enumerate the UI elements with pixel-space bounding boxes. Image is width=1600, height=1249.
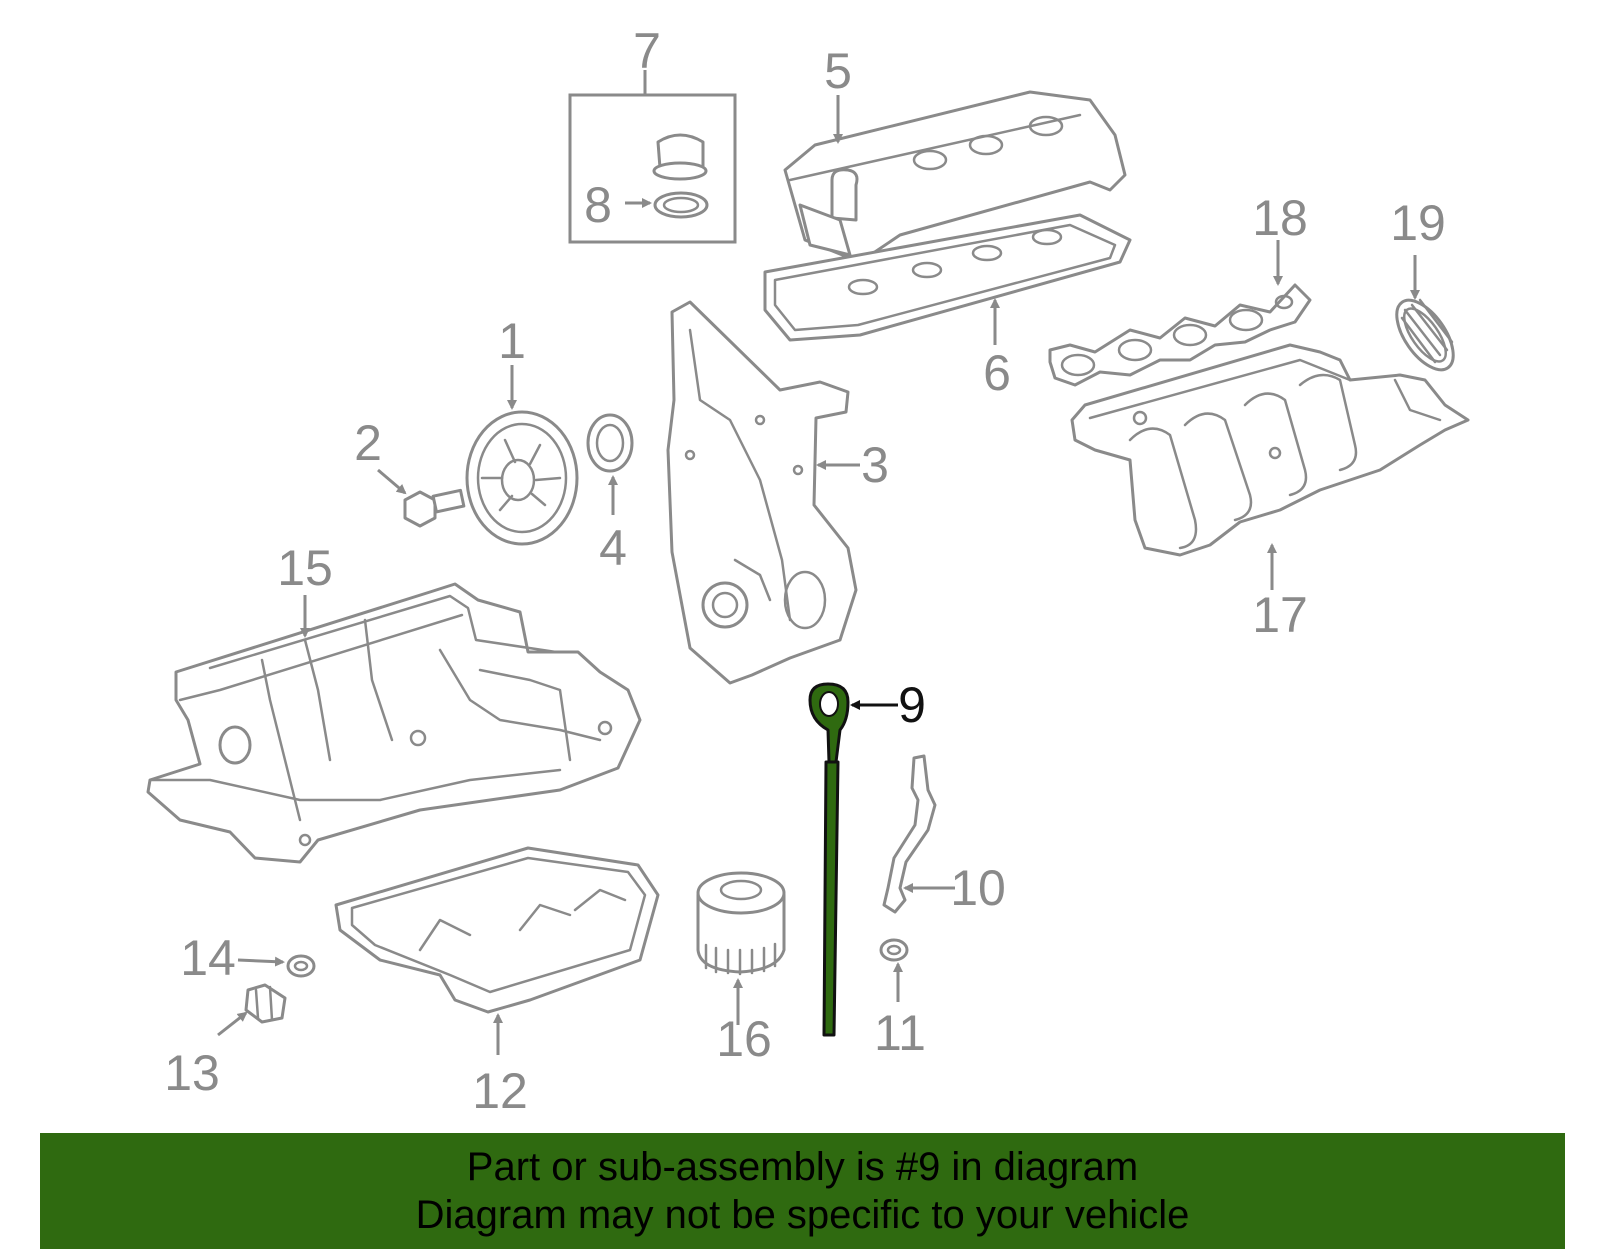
- callout-5: 5: [824, 43, 852, 99]
- timing-chain-cover: [666, 300, 860, 685]
- callout-14: 14: [180, 930, 236, 986]
- callout-15: 15: [277, 540, 333, 596]
- dipstick-guide-tube: [882, 754, 955, 914]
- callout-3: 3: [861, 437, 889, 493]
- callout-8: 8: [584, 177, 612, 233]
- crankshaft-front-seal: [586, 413, 634, 515]
- oil-dipstick-highlighted: [808, 682, 898, 1037]
- callout-13: 13: [164, 1045, 220, 1101]
- valve-cover-gasket: [763, 213, 1132, 345]
- callout-11: 11: [874, 1005, 926, 1061]
- oil-filter: [696, 871, 786, 1025]
- callout-12: 12: [472, 1063, 528, 1119]
- callout-17: 17: [1252, 587, 1308, 643]
- intake-manifold-gasket: [1048, 240, 1312, 387]
- callout-7: 7: [633, 23, 661, 79]
- drain-plug-gasket: [237, 954, 316, 978]
- callout-16: 16: [716, 1011, 772, 1067]
- intake-manifold: [1070, 343, 1470, 590]
- crankshaft-pulley: [465, 365, 579, 546]
- callout-1: 1: [498, 313, 526, 369]
- callout-19: 19: [1390, 195, 1446, 251]
- info-banner: Part or sub-assembly is #9 in diagram Di…: [40, 1133, 1565, 1249]
- callout-18: 18: [1252, 190, 1308, 246]
- throttle-body-gasket: [1395, 255, 1455, 372]
- callout-2: 2: [354, 415, 382, 471]
- valve-cover: [783, 90, 1127, 264]
- banner-line-disclaimer: Diagram may not be specific to your vehi…: [415, 1193, 1190, 1237]
- callout-10: 10: [950, 860, 1006, 916]
- callout-6: 6: [983, 345, 1011, 401]
- banner-line-part-number: Part or sub-assembly is #9 in diagram: [466, 1145, 1139, 1189]
- oil-filler-cap-group: [568, 70, 737, 244]
- callout-9-highlighted: 9: [898, 677, 926, 733]
- upper-oil-pan: [146, 582, 642, 864]
- pulley-bolt: [377, 468, 466, 528]
- lower-oil-pan: [334, 846, 660, 1055]
- callout-4: 4: [599, 520, 627, 576]
- drain-plug: [217, 983, 287, 1037]
- guide-tube-o-ring: [879, 938, 909, 1002]
